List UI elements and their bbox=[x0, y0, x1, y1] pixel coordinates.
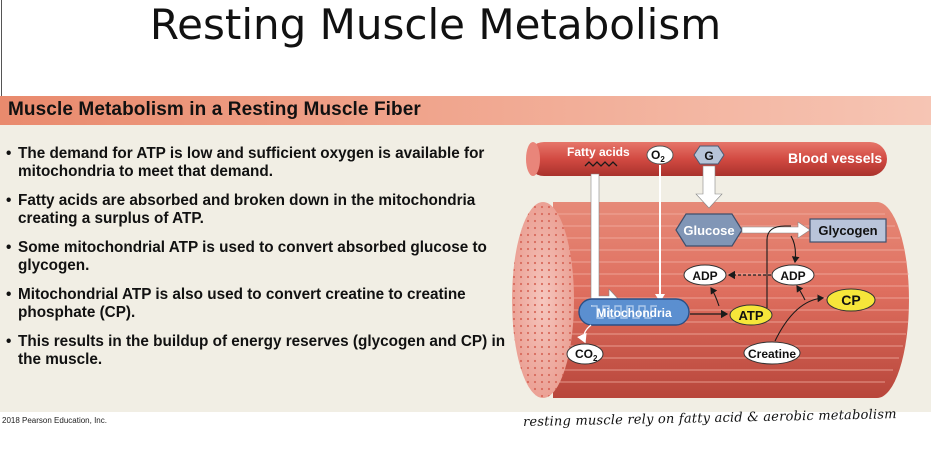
bullet-marker: • bbox=[6, 239, 12, 256]
bullet-item: • The demand for ATP is low and sufficien… bbox=[6, 145, 506, 181]
fatty-acid-chain-icon bbox=[584, 161, 618, 167]
co2-label: CO bbox=[575, 347, 593, 361]
bullet-text: Fatty acids are absorbed and broken down… bbox=[18, 192, 476, 227]
bullet-text: This results in the buildup of energy re… bbox=[18, 333, 506, 368]
oxygen-label: O bbox=[651, 148, 660, 162]
glucose-uptake-arrow bbox=[695, 165, 723, 209]
creatine-label: Creatine bbox=[748, 347, 796, 361]
bullet-item: • Fatty acids are absorbed and broken dow… bbox=[6, 192, 506, 228]
cp-node: CP bbox=[826, 288, 876, 312]
bullet-item: • Mitochondrial ATP is also used to conve… bbox=[6, 286, 506, 322]
atp-label: ATP bbox=[738, 308, 763, 323]
muscle-fiber bbox=[512, 202, 909, 398]
atp-to-adp-left-arrow bbox=[710, 287, 720, 307]
atp-node: ATP bbox=[729, 304, 773, 326]
atp-to-glycogen-arrow bbox=[766, 225, 791, 308]
creatine-to-cp-arrow bbox=[774, 294, 825, 342]
glycogen-synthesis-arrow bbox=[741, 221, 811, 239]
mitochondria-node: Mitochondria bbox=[578, 298, 690, 326]
slide-frame-edge bbox=[1, 0, 2, 96]
glycogen-node: Glycogen bbox=[809, 218, 887, 243]
bullet-marker: • bbox=[6, 192, 12, 209]
mito-to-co2-arrow bbox=[577, 324, 592, 344]
oxygen-subscript: 2 bbox=[660, 155, 665, 164]
svg-text:O2: O2 bbox=[651, 148, 665, 164]
slide-title: Resting Muscle Metabolism bbox=[149, 0, 722, 49]
co2-node: CO2 bbox=[566, 343, 604, 365]
glycogen-label: Glycogen bbox=[818, 223, 877, 238]
cp-label: CP bbox=[841, 292, 860, 308]
blood-vessels-label: Blood vessels bbox=[788, 150, 882, 166]
adp-right-node: ADP bbox=[771, 264, 815, 286]
svg-text:CO2: CO2 bbox=[575, 347, 598, 363]
adp-left-label: ADP bbox=[692, 269, 717, 283]
bullet-text: The demand for ATP is low and sufficient… bbox=[18, 145, 485, 180]
copyright-notice: 2018 Pearson Education, Inc. bbox=[2, 416, 107, 425]
bullet-list: • The demand for ATP is low and sufficien… bbox=[6, 145, 506, 380]
creatine-node: Creatine bbox=[743, 341, 801, 365]
bullet-marker: • bbox=[6, 145, 12, 162]
bullet-text: Mitochondrial ATP is also used to conver… bbox=[18, 286, 466, 321]
g-hexagon: G bbox=[693, 145, 725, 165]
atp-to-adp-right-arrow bbox=[796, 285, 806, 301]
adp-right-label: ADP bbox=[780, 269, 805, 283]
mitochondria-label: Mitochondria bbox=[596, 306, 672, 320]
oxygen-arrow bbox=[655, 165, 665, 302]
co2-subscript: 2 bbox=[593, 354, 598, 363]
bullet-item: • Some mitochondrial ATP is used to conve… bbox=[6, 239, 506, 275]
glucose-label: Glucose bbox=[683, 223, 734, 238]
glycogen-to-adp-arrow bbox=[790, 235, 800, 264]
bullet-marker: • bbox=[6, 333, 12, 350]
panel-title: Muscle Metabolism in a Resting Muscle Fi… bbox=[8, 99, 421, 120]
bullet-text: Some mitochondrial ATP is used to conver… bbox=[18, 239, 487, 274]
bullet-item: • This results in the buildup of energy r… bbox=[6, 333, 506, 369]
fatty-acids-label: Fatty acids bbox=[567, 145, 630, 159]
g-label: G bbox=[704, 149, 713, 163]
adp-left-node: ADP bbox=[683, 264, 727, 286]
oxygen-badge: O2 bbox=[646, 145, 674, 165]
muscle-metabolism-diagram: Fatty acids O2 G Blood vessels Glucose G… bbox=[512, 142, 909, 398]
panel-header: Muscle Metabolism in a Resting Muscle Fi… bbox=[0, 96, 931, 125]
bullet-marker: • bbox=[6, 286, 12, 303]
glucose-node: Glucose bbox=[675, 213, 743, 247]
